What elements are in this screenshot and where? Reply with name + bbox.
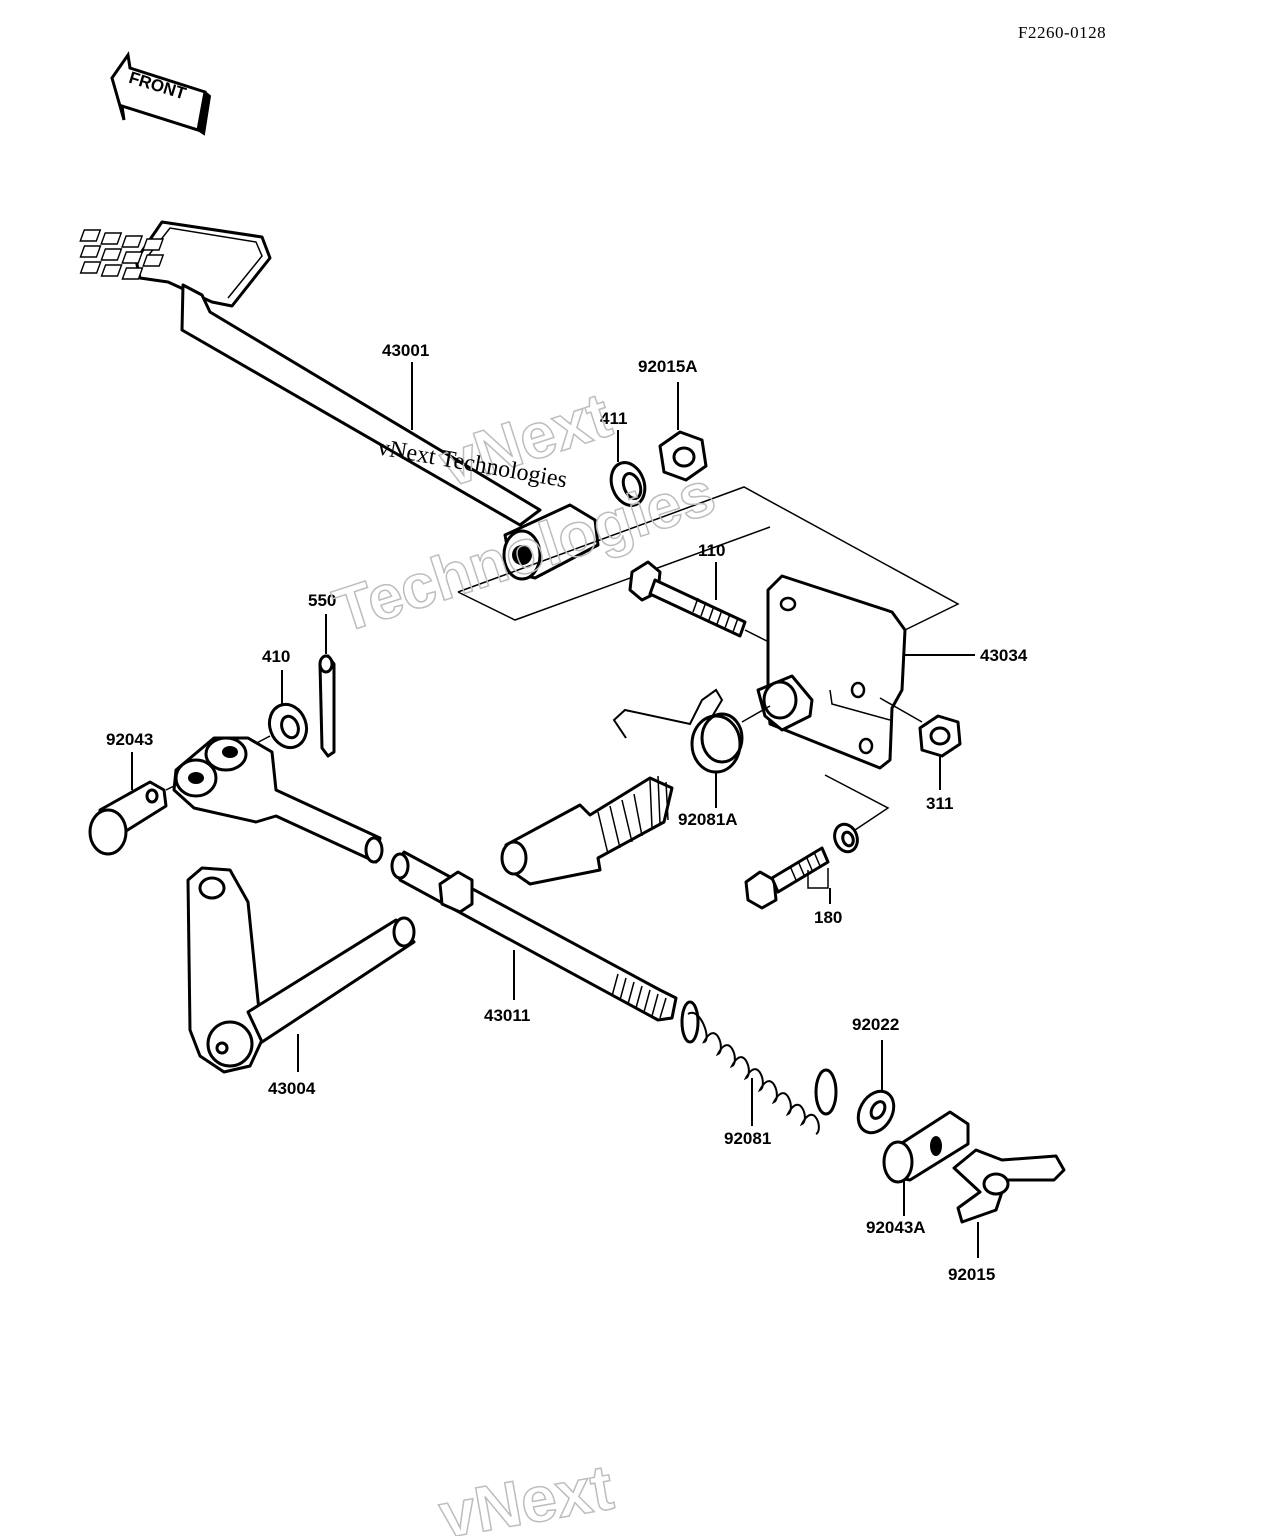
washer-410	[267, 702, 309, 750]
clevis-pin-92043	[88, 780, 168, 856]
clevis-rod-end	[172, 736, 384, 864]
spring-92081A	[612, 688, 744, 774]
wing-nut-92015	[952, 1148, 1066, 1224]
part-label-92022: 92022	[852, 1015, 899, 1034]
lever-43004	[186, 866, 416, 1074]
washer-411	[609, 461, 647, 507]
part-label-410: 410	[262, 647, 290, 666]
brake-rod-43011	[390, 850, 678, 1022]
cotter-pin-550	[318, 654, 336, 758]
brake-pedal-43001	[79, 220, 600, 581]
part-label-43001: 43001	[382, 341, 429, 360]
coil-spring-92081	[680, 1000, 838, 1135]
part-label-92015: 92015	[948, 1265, 995, 1284]
part-label-180: 180	[814, 908, 842, 927]
trunnion-92043A	[882, 1110, 970, 1184]
part-label-311: 311	[926, 794, 953, 813]
watermark-line2: Technologies	[326, 459, 723, 647]
part-label-43004: 43004	[268, 1079, 316, 1098]
bracket-43034	[756, 574, 907, 770]
bolt-110	[628, 560, 747, 638]
nut-92015A	[658, 430, 708, 482]
part-label-92081: 92081	[724, 1129, 771, 1148]
part-label-92043A: 92043A	[866, 1218, 926, 1237]
part-label-550: 550	[308, 591, 336, 610]
splined-shaft	[500, 775, 674, 886]
reference-code: F2260-0128	[1018, 23, 1106, 42]
part-label-92043: 92043	[106, 730, 153, 749]
part-label-92015A: 92015A	[638, 357, 698, 376]
part-label-43034: 43034	[980, 646, 1028, 665]
part-label-43011: 43011	[484, 1006, 530, 1025]
part-label-92081A: 92081A	[678, 810, 738, 829]
nut-311	[918, 714, 962, 758]
washer-92022	[856, 1089, 896, 1135]
assembly-guide-lines	[457, 486, 960, 631]
bolt-180	[744, 822, 859, 910]
part-label-411: 411	[600, 409, 627, 428]
front-arrow-icon: FRONT	[110, 51, 212, 136]
part-label-110: 110	[698, 541, 725, 560]
watermark-bottom: vNext	[434, 1451, 618, 1536]
